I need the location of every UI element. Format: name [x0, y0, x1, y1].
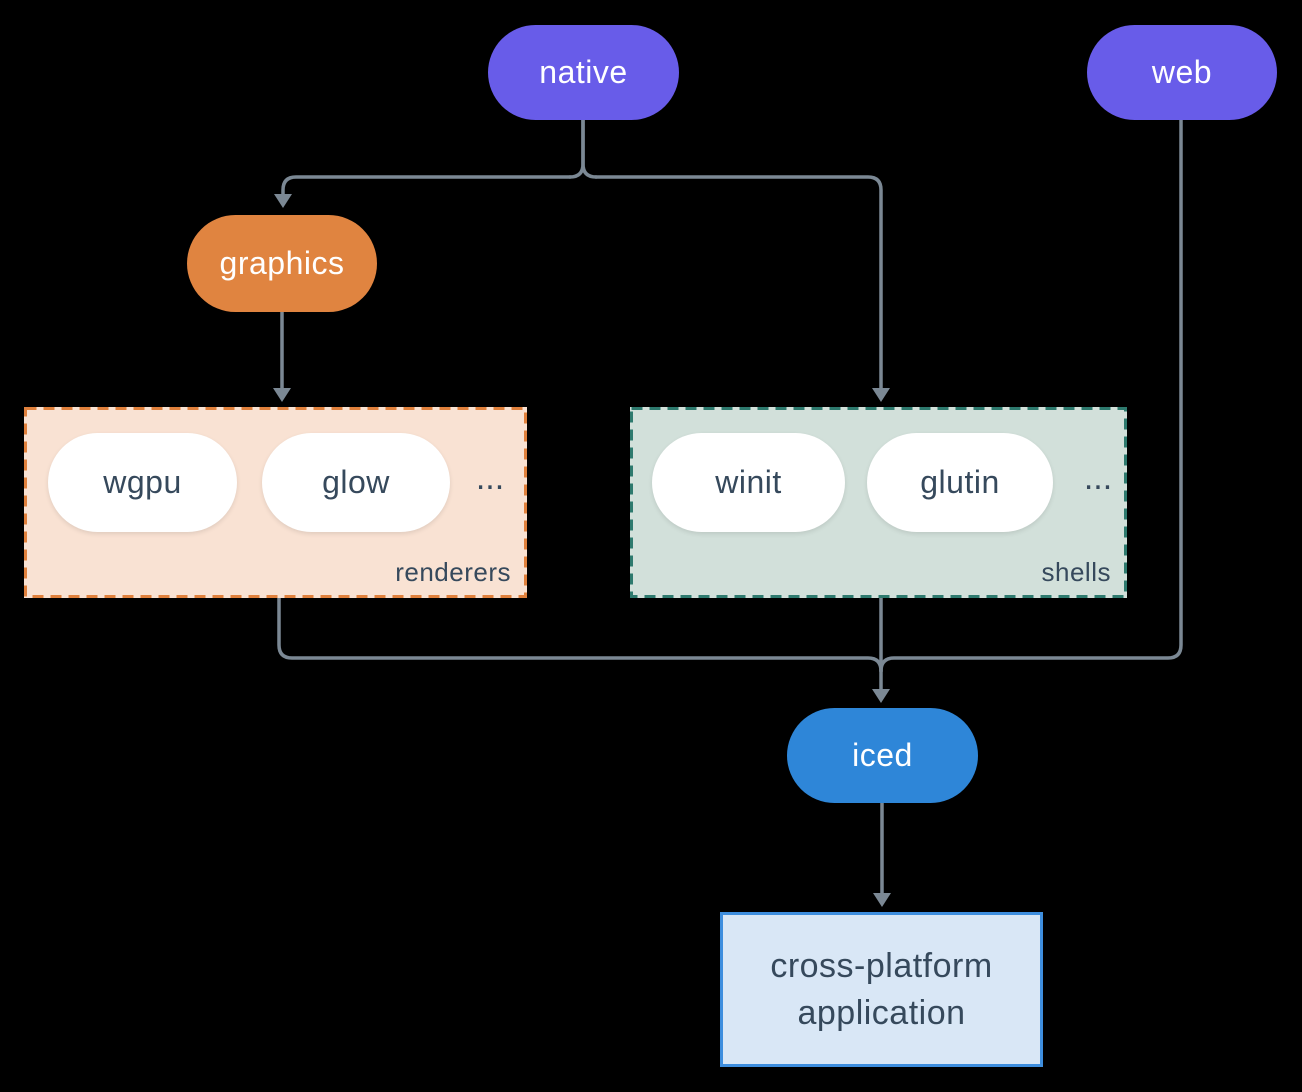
node-native-label: native — [539, 54, 628, 90]
node-glutin-label: glutin — [920, 464, 1000, 500]
shells-ellipsis: ... — [1083, 459, 1113, 497]
node-iced: iced — [787, 708, 978, 803]
arrow-iced — [872, 689, 890, 703]
edge-native-split-left-fillet — [568, 118, 585, 179]
group-shells-label: shells — [1041, 557, 1111, 587]
node-wgpu-label: wgpu — [103, 464, 182, 500]
arrow-shells — [872, 388, 890, 402]
edge-native-split-right-fillet — [581, 118, 598, 179]
group-shells-border — [630, 407, 1127, 598]
group-renderers: wgpu glow ... renderers — [24, 407, 527, 598]
node-graphics: graphics — [187, 215, 377, 312]
node-application-line1: cross-platform — [770, 946, 993, 985]
node-glow-label: glow — [322, 464, 390, 500]
node-glow: glow — [262, 433, 450, 532]
node-winit: winit — [652, 433, 845, 532]
node-wgpu: wgpu — [48, 433, 237, 532]
node-iced-label: iced — [852, 737, 913, 773]
node-native: native — [488, 25, 679, 120]
edge-native-to-graphics — [281, 175, 572, 196]
edge-native-to-shells — [594, 175, 883, 390]
edge-renderers-to-iced — [277, 596, 883, 673]
node-web: web — [1087, 25, 1277, 120]
arrow-renderers — [273, 388, 291, 402]
arrow-application — [873, 893, 891, 907]
renderers-ellipsis: ... — [475, 459, 505, 497]
node-application-line2: application — [797, 993, 966, 1032]
node-web-label: web — [1151, 54, 1213, 90]
group-renderers-border — [24, 407, 527, 598]
node-winit-label: winit — [715, 464, 782, 500]
node-application: cross-platform application — [720, 912, 1043, 1067]
group-renderers-label: renderers — [395, 557, 511, 587]
arrow-graphics — [274, 194, 292, 208]
node-glutin: glutin — [867, 433, 1053, 532]
node-graphics-label: graphics — [219, 245, 345, 281]
group-shells: winit glutin ... shells — [630, 407, 1127, 598]
